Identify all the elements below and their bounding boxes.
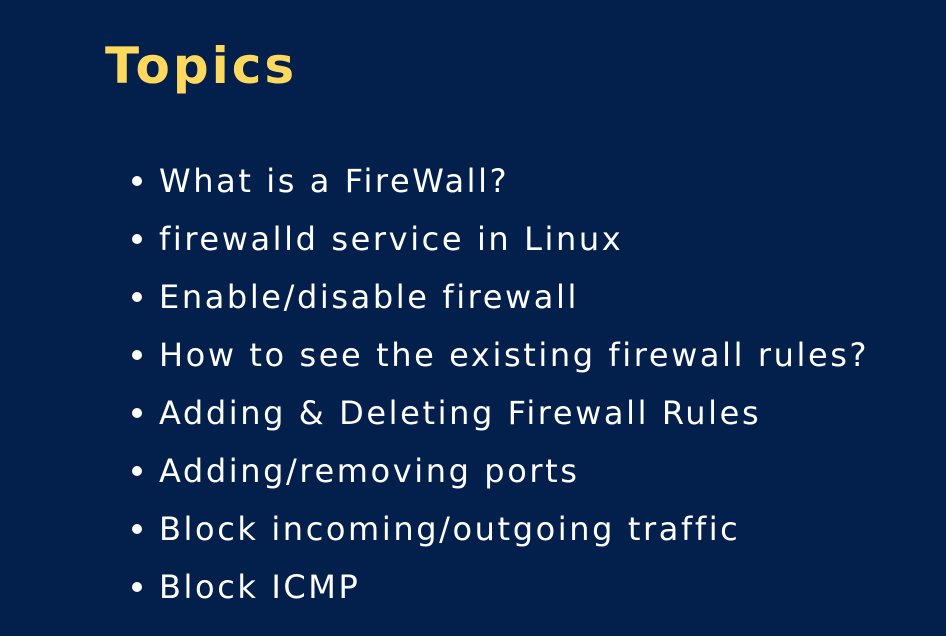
topic-label: Adding/removing ports xyxy=(159,452,580,490)
list-item: Adding & Deleting Firewall Rules xyxy=(132,384,869,442)
topic-label: firewalld service in Linux xyxy=(159,220,624,258)
list-item: What is a FireWall? xyxy=(132,152,869,210)
topic-label: Block incoming/outgoing traffic xyxy=(159,510,741,548)
topic-list: What is a FireWall? firewalld service in… xyxy=(132,152,869,616)
bullet-icon xyxy=(132,234,142,244)
bullet-icon xyxy=(132,524,142,534)
bullet-icon xyxy=(132,292,142,302)
topic-label: What is a FireWall? xyxy=(159,162,510,200)
topic-label: How to see the existing firewall rules? xyxy=(159,336,870,374)
list-item: Enable/disable firewall xyxy=(132,268,869,326)
bullet-icon xyxy=(132,466,142,476)
slide-title: Topics xyxy=(105,37,298,95)
topic-label: Adding & Deleting Firewall Rules xyxy=(159,394,762,432)
list-item: Block incoming/outgoing traffic xyxy=(132,500,869,558)
list-item: Block ICMP xyxy=(132,558,869,616)
bullet-icon xyxy=(132,408,142,418)
bullet-icon xyxy=(132,582,142,592)
list-item: firewalld service in Linux xyxy=(132,210,869,268)
list-item: How to see the existing firewall rules? xyxy=(132,326,869,384)
topic-label: Enable/disable firewall xyxy=(159,278,579,316)
list-item: Adding/removing ports xyxy=(132,442,869,500)
bullet-icon xyxy=(132,350,142,360)
topic-label: Block ICMP xyxy=(159,568,361,606)
bullet-icon xyxy=(132,176,142,186)
